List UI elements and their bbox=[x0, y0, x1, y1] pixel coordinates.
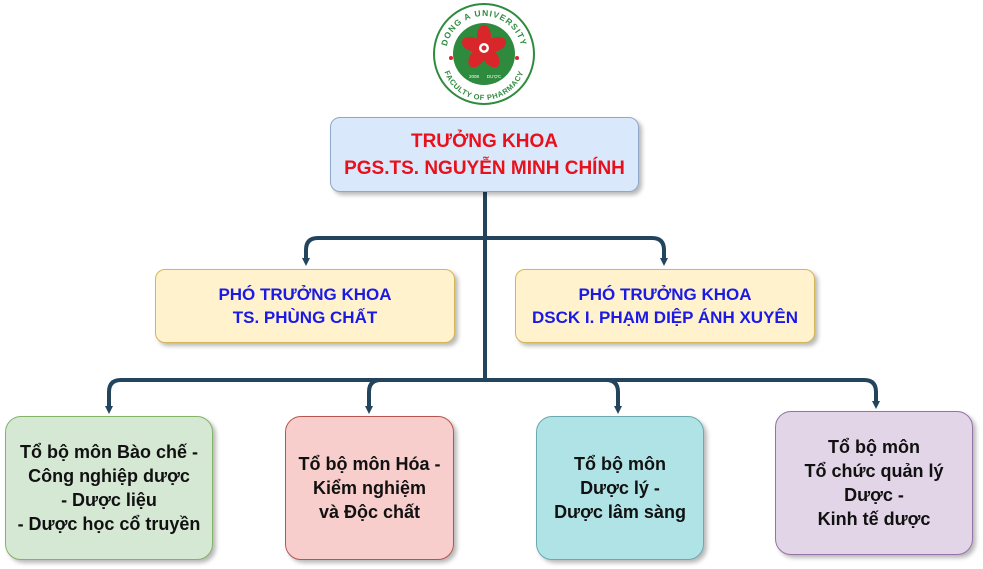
department-box-chemistry: Tổ bộ môn Hóa - Kiểm nghiệm và Độc chất bbox=[285, 416, 454, 560]
department-3-line-1: Tổ bộ môn bbox=[574, 454, 666, 474]
department-1-line-4: - Dược học cổ truyền bbox=[17, 514, 201, 534]
department-4-line-2: Tổ chức quản lý bbox=[804, 461, 944, 481]
department-3-line-3: Dược lâm sàng bbox=[554, 502, 686, 522]
department-4-line-4: Kinh tế dược bbox=[817, 509, 931, 529]
dean-name: PGS.TS. NGUYỄN MINH CHÍNH bbox=[344, 157, 625, 179]
department-2-line-3: và Độc chất bbox=[318, 502, 421, 522]
department-box-pharmacology: Tổ bộ môn Dược lý - Dược lâm sàng bbox=[536, 416, 704, 560]
connector-dean-to-dept-4 bbox=[485, 378, 880, 409]
connector-dean-to-dept-3 bbox=[485, 378, 622, 414]
vice-dean-2-name: DSCK I. PHẠM DIỆP ÁNH XUYÊN bbox=[531, 308, 799, 327]
department-1-line-3: - Dược liệu bbox=[61, 490, 157, 510]
logo-year-left: 2008 bbox=[469, 74, 480, 79]
university-logo: DONG A UNIVERSITY FACULTY OF PHARMACY 20… bbox=[433, 3, 535, 105]
dean-box: TRƯỞNG KHOA PGS.TS. NGUYỄN MINH CHÍNH bbox=[330, 117, 639, 192]
vice-dean-1-name: TS. PHÙNG CHẤT bbox=[232, 308, 378, 327]
dean-title: TRƯỞNG KHOA bbox=[410, 130, 559, 152]
flower-icon bbox=[461, 25, 507, 68]
department-2-line-2: Kiểm nghiệm bbox=[312, 478, 427, 498]
logo-year-right: DƯỢC bbox=[487, 74, 502, 79]
connector-dean-to-vice-2 bbox=[485, 236, 668, 266]
department-box-management: Tổ bộ môn Tổ chức quản lý Dược - Kinh tế… bbox=[775, 411, 973, 555]
department-1-line-1: Tổ bộ môn Bào chế - bbox=[20, 442, 198, 462]
department-2-line-1: Tổ bộ môn Hóa - bbox=[298, 454, 441, 474]
department-3-line-2: Dược lý - bbox=[580, 478, 660, 498]
vice-dean-box-1: PHÓ TRƯỞNG KHOA TS. PHÙNG CHẤT bbox=[155, 269, 455, 343]
vice-dean-box-2: PHÓ TRƯỞNG KHOA DSCK I. PHẠM DIỆP ÁNH XU… bbox=[515, 269, 815, 343]
department-1-line-2: Công nghiệp dược bbox=[28, 466, 190, 486]
department-4-line-3: Dược - bbox=[844, 485, 904, 505]
vice-dean-1-title: PHÓ TRƯỞNG KHOA bbox=[218, 285, 392, 304]
department-4-line-1: Tổ bộ môn bbox=[828, 437, 920, 457]
connector-dean-to-dept-2 bbox=[365, 378, 485, 414]
connector-dean-to-dept-1 bbox=[105, 238, 487, 414]
vice-dean-2-title: PHÓ TRƯỞNG KHOA bbox=[578, 285, 752, 304]
department-box-pharmaceutics: Tổ bộ môn Bào chế - Công nghiệp dược - D… bbox=[5, 416, 213, 560]
connector-dean-to-vice-1 bbox=[302, 192, 487, 266]
